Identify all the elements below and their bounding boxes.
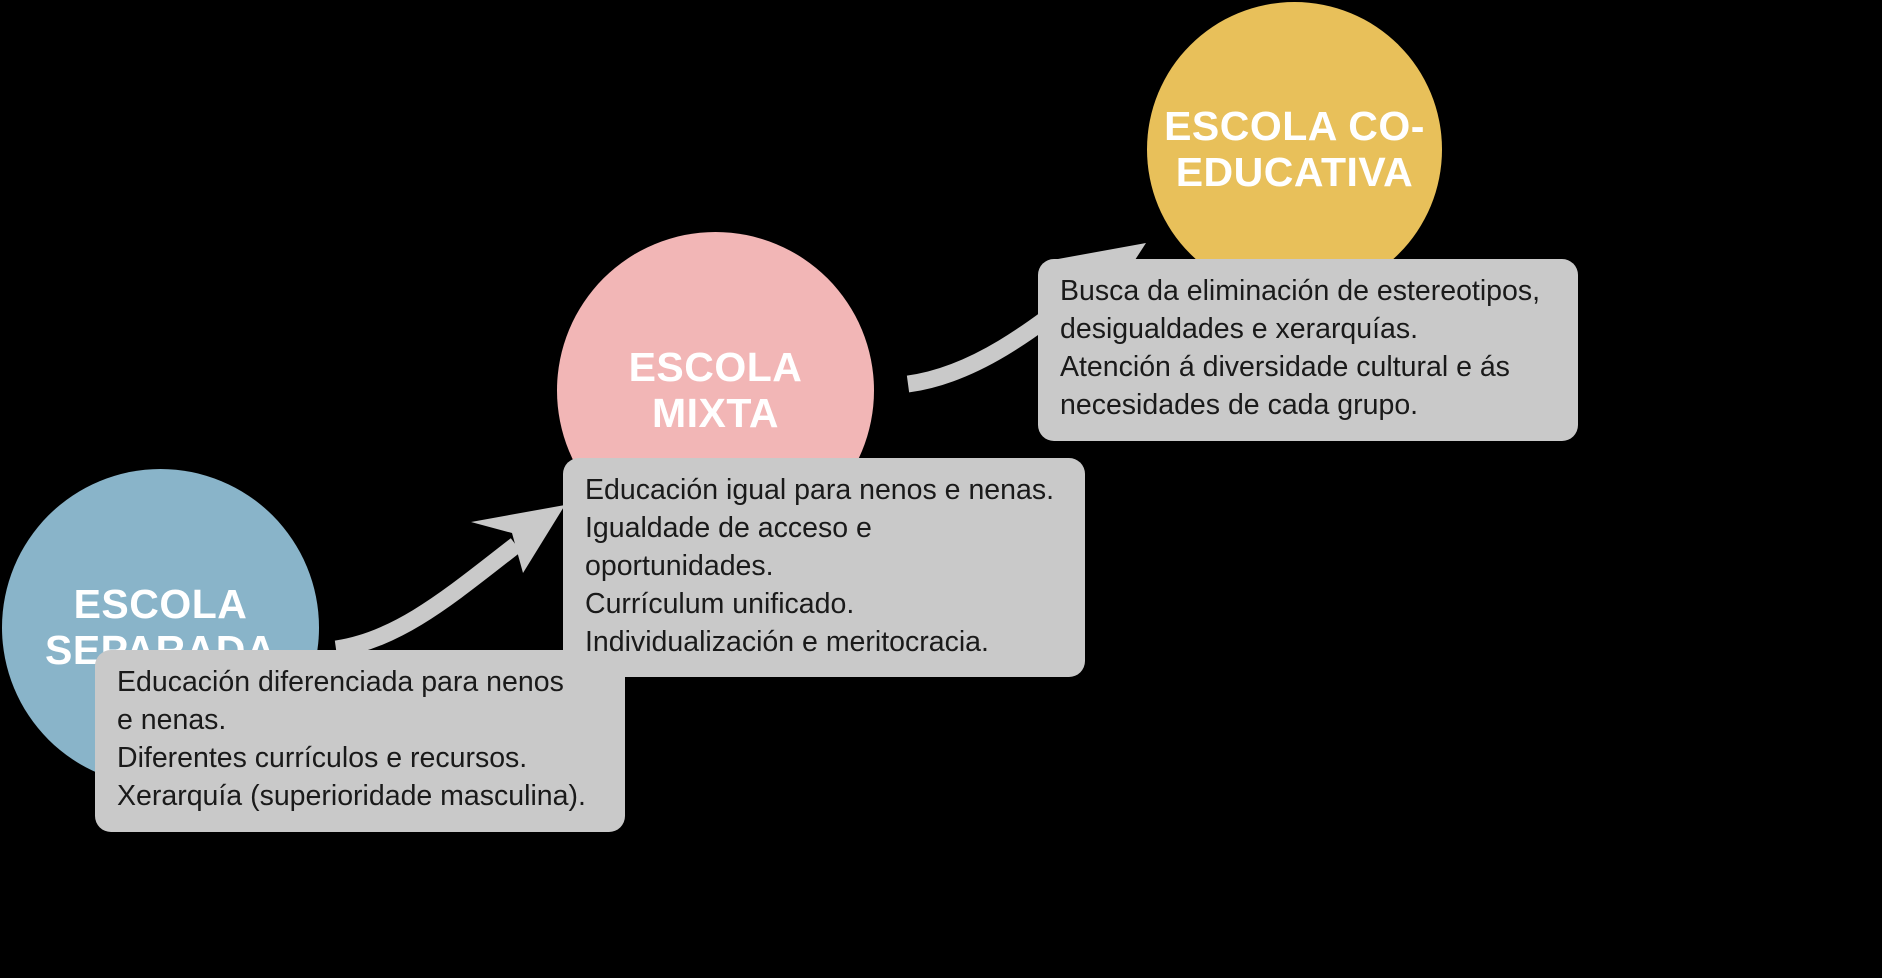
note-escola-mixta: Educación igual para nenos e nenas. Igua… <box>563 458 1085 678</box>
note-escola-co-educativa: Busca da eliminación de estereotipos, de… <box>1038 259 1578 441</box>
node-escola-co-educativa[interactable]: ESCOLA CO- EDUCATIVA <box>1147 2 1442 297</box>
node-escola-mixta-label: ESCOLA MIXTA <box>628 343 803 436</box>
arrow-separada-to-mixta <box>334 505 565 658</box>
note-escola-separada: Educación diferenciada para nenos e nena… <box>95 650 625 832</box>
node-escola-co-educativa-label: ESCOLA CO- EDUCATIVA <box>1164 102 1425 195</box>
node-escola-separada[interactable]: ESCOLA SEPARADA <box>2 469 319 786</box>
